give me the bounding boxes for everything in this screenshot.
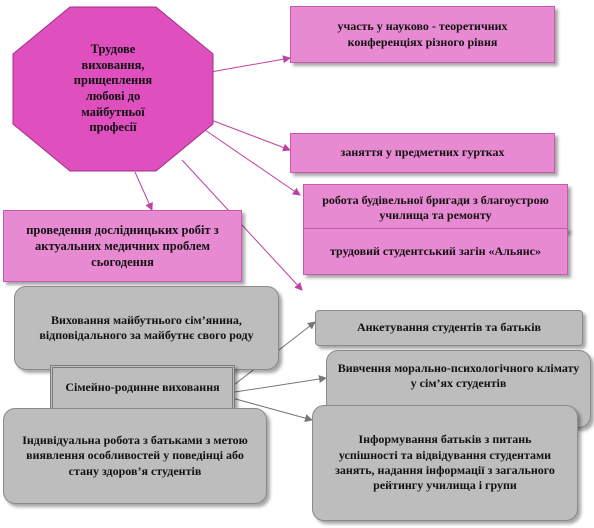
arrow-to-brigade [204,129,301,196]
brigade-box: робота будівельної бригади з благоустрою… [303,184,568,232]
individual-work-box: Індивідуальна робота з батьками з метою … [3,408,267,504]
octagon-shape [12,6,214,172]
arrow-to-detach [181,159,303,291]
central-title: Трудове виховання, прищеплення любові до… [73,42,153,135]
survey-box: Анкетування студентів та батьків [315,310,583,346]
arrow-to-conferences [204,55,291,74]
arrow-to-informing [231,397,313,423]
conferences-box: участь у науково - теоретичних конференц… [290,6,555,63]
arrow-to-climate [234,375,327,393]
family-education-box: Сімейно-родинне виховання [50,365,235,411]
research-box: проведення дослідницьких робіт з актуаль… [3,210,242,282]
student-detachment-box: трудовий студентський загін «Альянс» [303,228,568,275]
central-octagon: Трудове виховання, прищеплення любові до… [12,6,214,172]
arrow-to-research [134,171,153,211]
informing-box: Інформування батьків з питань успішності… [312,405,578,521]
raising-box: Виховання майбутнього сім’янина, відпові… [14,286,279,370]
circles-box: заняття у предметних гуртках [290,133,555,173]
